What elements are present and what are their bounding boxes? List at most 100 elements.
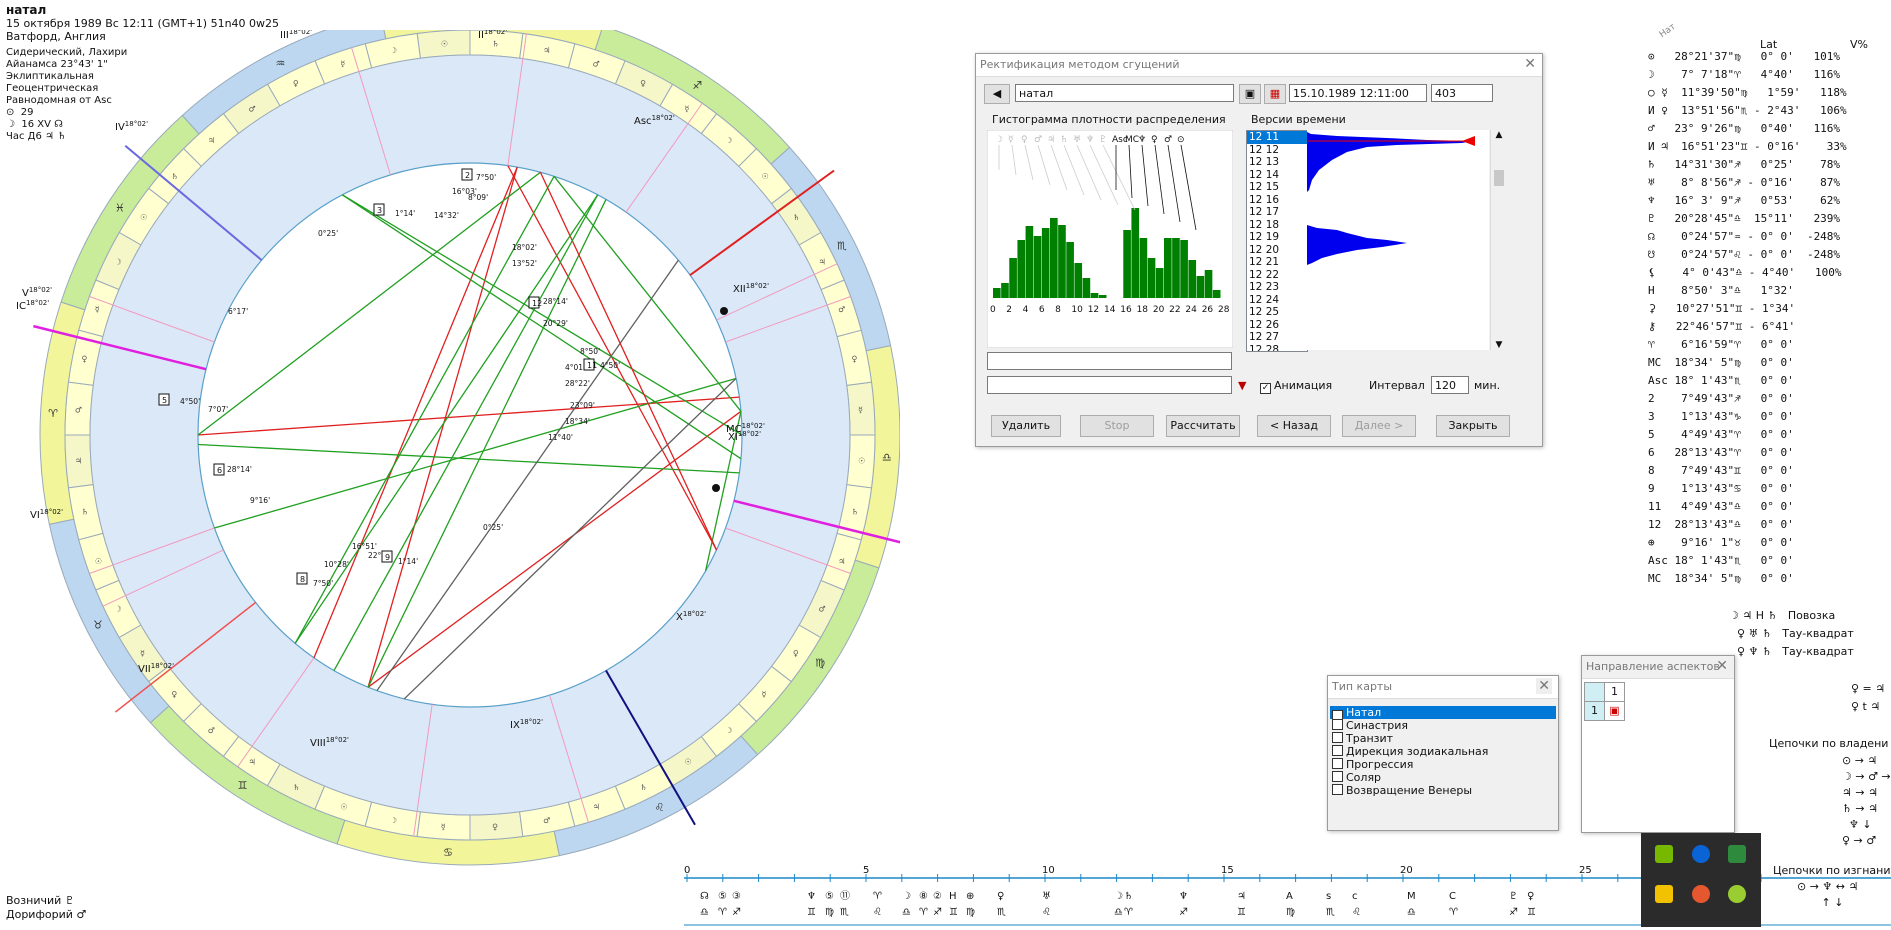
configuration-tau1: ♀ ♅ ♄ Тау-квадрат (1737, 627, 1854, 640)
planet-degree-label: 4°01' (565, 363, 585, 372)
stop-button[interactable]: Stop (1080, 415, 1154, 437)
timeline-tick-label: 0 (684, 865, 690, 876)
time-version-item[interactable]: 12 12 (1249, 143, 1280, 156)
interval-field[interactable]: 120 (1431, 376, 1469, 394)
time-version-item[interactable]: 12 28 (1249, 343, 1280, 352)
charioteer-label: Возничий ♇ (6, 894, 75, 907)
chart-type-item[interactable]: Прогрессия (1330, 758, 1556, 771)
versions-scrollbar[interactable]: ▲ ▼ (1490, 130, 1507, 350)
system-tray-popup[interactable] (1641, 833, 1761, 927)
nvidia-icon[interactable] (1655, 845, 1673, 863)
calendar-icon[interactable]: ▦ (1264, 84, 1286, 104)
planet-position-row: ⚷ 22°46'57"♊ - 6°41' (1648, 320, 1796, 333)
histogram-pointer (1089, 144, 1119, 206)
house-number: 12 (532, 299, 542, 308)
close-icon[interactable]: ✕ (1524, 56, 1536, 72)
scroll-down-icon[interactable]: ▼ (1495, 340, 1503, 350)
time-version-item[interactable]: 12 17 (1249, 206, 1280, 218)
note-field-1[interactable] (987, 352, 1232, 370)
rectification-window[interactable]: Ректификация методом сгущений ✕ ◀ натал … (975, 53, 1543, 447)
aspect-line (198, 443, 740, 474)
save-icon[interactable]: ▣ (1239, 84, 1261, 104)
security-icon[interactable] (1655, 885, 1673, 903)
app-icon[interactable] (1728, 845, 1746, 863)
time-version-item[interactable]: 12 19 (1249, 231, 1280, 243)
chart-type-checkbox[interactable] (1332, 784, 1343, 795)
planet-position-row: ○ ☿ 11°39'50"♍ 1°59' 118% (1648, 86, 1847, 99)
axis-line (124, 144, 263, 261)
time-version-item[interactable]: 12 21 (1249, 256, 1280, 268)
aspect-cell-col[interactable]: 1 (1604, 682, 1625, 702)
axis-line (114, 601, 257, 713)
chart-type-checkbox[interactable] (1332, 719, 1343, 730)
back-button[interactable]: < Назад (1257, 415, 1331, 437)
histogram-bar (1041, 228, 1050, 298)
timeline-event-icon: ♄ (1124, 891, 1133, 902)
dignity-icon: ♃ (593, 803, 600, 812)
timeline-event-icon: ♈ (718, 907, 727, 918)
time-version-item[interactable]: 12 11 (1247, 131, 1307, 144)
time-version-item[interactable]: 12 14 (1249, 168, 1280, 181)
flower-icon[interactable] (1692, 885, 1710, 903)
planet-degree-label: 9°16' (250, 496, 270, 505)
delete-button[interactable]: Удалить (991, 415, 1061, 437)
dignity-icon: ♄ (82, 508, 89, 517)
time-version-item[interactable]: 12 26 (1249, 318, 1280, 331)
time-version-item[interactable]: 12 16 (1249, 193, 1280, 206)
histogram-bar (1172, 238, 1180, 298)
natal-chart-wheel[interactable]: II18°02'III18°02'IV18°02'V18°02'VI18°02'… (0, 30, 900, 930)
chart-type-item[interactable]: Возвращение Венеры (1330, 784, 1556, 797)
time-version-item[interactable]: 12 27 (1249, 331, 1280, 343)
time-version-item[interactable]: 12 13 (1249, 156, 1280, 168)
prev-arrow-button[interactable]: ◀ (984, 84, 1010, 104)
chart-name-field[interactable]: натал (1015, 84, 1234, 102)
configuration-tau2: ♀ ♆ ♄ Тау-квадрат (1737, 645, 1854, 658)
house-cusp (89, 296, 215, 343)
timeline-event-icon: ☊ (700, 891, 709, 902)
time-version-item[interactable]: 12 18 (1249, 218, 1280, 231)
time-version-item[interactable]: 12 24 (1249, 293, 1280, 306)
planet-degree-label: 6°17' (228, 307, 248, 316)
histogram-bar (1058, 225, 1066, 298)
calculate-button[interactable]: Рассчитать (1166, 415, 1240, 437)
next-button[interactable]: Далее > (1342, 415, 1416, 437)
scroll-thumb[interactable] (1494, 170, 1504, 186)
chart-type-item[interactable]: Синастрия (1330, 719, 1556, 732)
count-field[interactable]: 403 (1431, 84, 1493, 102)
time-version-item[interactable]: 12 22 (1249, 268, 1280, 281)
dignity-icon: ☽ (725, 726, 732, 735)
chart-type-item[interactable]: Соляр (1330, 771, 1556, 784)
filter-icon[interactable]: ▼ (1238, 379, 1247, 392)
update-icon[interactable] (1728, 885, 1746, 903)
time-version-item[interactable]: 12 15 (1249, 181, 1280, 193)
house-degree: 18°02' (125, 120, 148, 128)
time-version-item[interactable]: 12 20 (1249, 243, 1280, 256)
chart-type-checkbox[interactable] (1332, 745, 1343, 756)
chart-type-item[interactable]: Транзит (1330, 732, 1556, 745)
chart-type-checkbox[interactable] (1332, 758, 1343, 769)
aspect-cell-icon[interactable]: ▣ (1604, 701, 1625, 721)
doryphory-label: Дорифорий ♂ (6, 908, 87, 921)
chart-type-checkbox[interactable] (1332, 771, 1343, 782)
interval-label: Интервал (1369, 379, 1425, 392)
chart-type-item[interactable]: Дирекция зодиакальная (1330, 745, 1556, 758)
timeline-event-icon: ☽ (902, 891, 911, 902)
note-field-2[interactable] (987, 376, 1232, 394)
close-button[interactable]: Закрыть (1436, 415, 1510, 437)
time-version-item[interactable]: 12 23 (1249, 281, 1280, 293)
chart-type-checkbox[interactable] (1332, 732, 1343, 743)
histogram-planet-label: ♃ (1047, 135, 1055, 145)
chart-type-item[interactable]: ✓Натал (1330, 706, 1556, 721)
bluetooth-icon[interactable] (1692, 845, 1710, 863)
close-icon[interactable]: ✕ (1716, 658, 1728, 674)
aspect-direction-window[interactable]: Направление аспектов ✕ 1 1 ▣ (1581, 655, 1735, 833)
animation-checkbox[interactable]: ✓Анимация (1260, 379, 1333, 394)
aspect-cell-row[interactable]: 1 (1584, 701, 1605, 721)
scroll-up-icon[interactable]: ▲ (1495, 130, 1503, 140)
datetime-field[interactable]: 15.10.1989 12:11:00 (1289, 84, 1427, 102)
time-version-item[interactable]: 12 25 (1249, 306, 1280, 318)
close-icon[interactable]: ✕ (1536, 678, 1552, 694)
